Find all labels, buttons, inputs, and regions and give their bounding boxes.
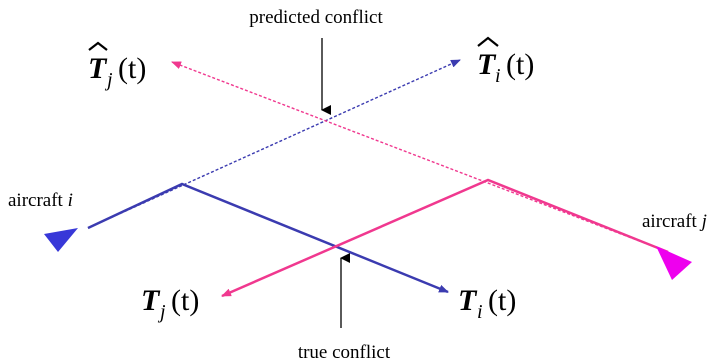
aircraft-i-label: aircraft i [8, 190, 73, 211]
predicted-trajectory-i [87, 59, 461, 229]
predicted-conflict-label: predicted conflict [249, 7, 383, 28]
true-trajectory-j [221, 178, 669, 298]
predicted-trajectory-i-label: T i (t) [477, 36, 534, 87]
true-trajectory-j-label: T j (t) [141, 284, 199, 323]
true-trajectory-i [87, 182, 449, 294]
aircraft-i-marker [44, 228, 78, 252]
svg-text:i: i [477, 301, 483, 323]
aircraft-j-label: aircraft j [642, 211, 707, 232]
svg-text:(t): (t) [506, 48, 534, 81]
hat-mark [88, 41, 108, 51]
svg-text:i: i [495, 65, 501, 87]
svg-text:(t): (t) [488, 284, 516, 317]
svg-text:T: T [477, 48, 497, 81]
predicted-trajectory-j-label: T j (t) [88, 41, 146, 91]
hat-mark [477, 36, 499, 47]
svg-text:T: T [141, 284, 161, 317]
svg-text:j: j [157, 301, 166, 323]
svg-text:(t): (t) [171, 284, 199, 317]
svg-text:T: T [88, 52, 108, 85]
aircraft-j-marker [656, 246, 692, 280]
svg-text:j: j [104, 69, 113, 91]
true-trajectory-i-label: T i (t) [458, 284, 516, 323]
svg-text:T: T [458, 284, 478, 317]
predicted-trajectory-j [171, 61, 669, 253]
svg-text:(t): (t) [118, 52, 146, 85]
true-conflict-label: true conflict [298, 342, 391, 363]
